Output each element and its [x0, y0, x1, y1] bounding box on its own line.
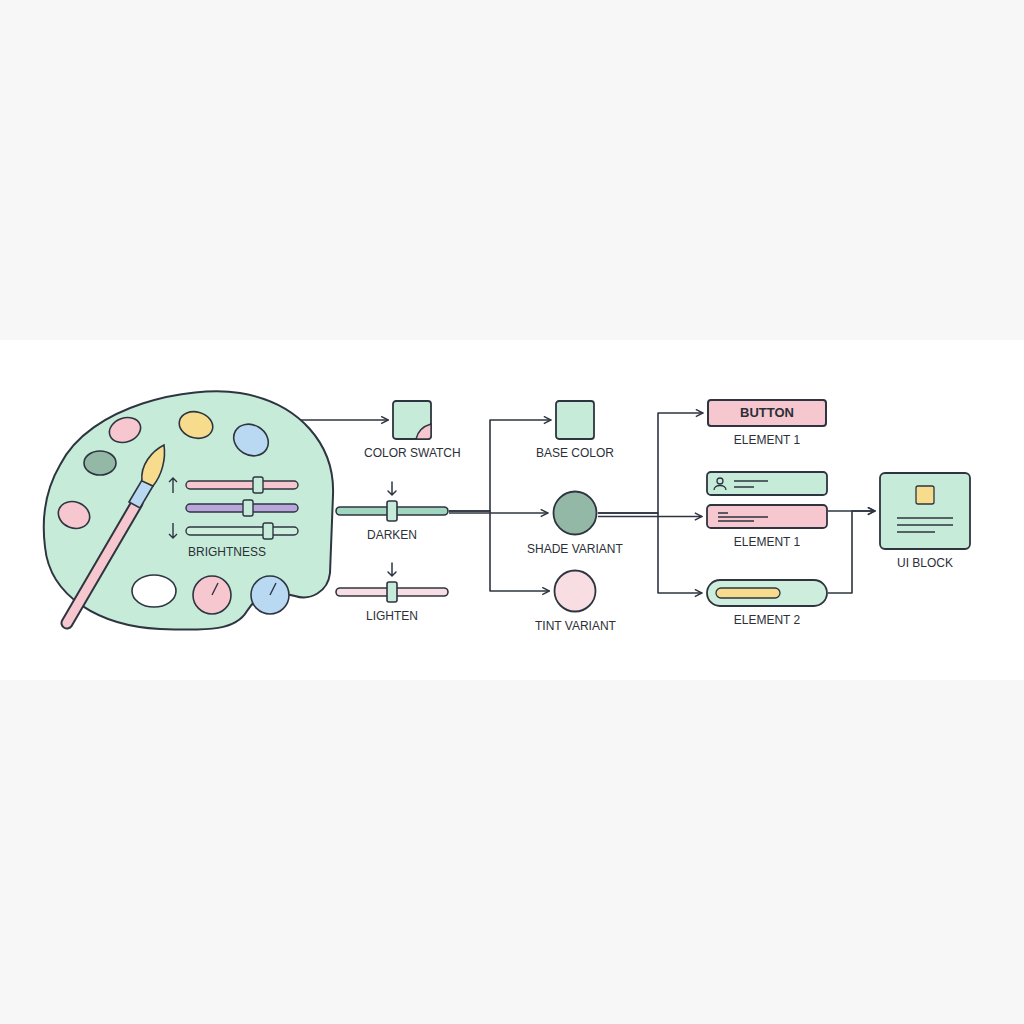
connector-arrow [449, 420, 551, 511]
color-swatch [393, 401, 431, 439]
palette-outline [44, 391, 333, 629]
label-text: UI BLOCK [897, 556, 953, 570]
list-bars [706, 471, 828, 529]
slider-knob [243, 500, 253, 516]
slider-knob [387, 501, 397, 521]
swatch-corner [416, 424, 431, 439]
white-band [0, 340, 1024, 680]
dial [193, 576, 231, 614]
square-node: BASE COLOR [536, 400, 614, 460]
person-head [717, 478, 723, 484]
bar-box [707, 472, 827, 495]
label-text: SHADE VARIANT [527, 542, 623, 556]
circle-shape [553, 569, 597, 613]
paint-blob [176, 408, 216, 442]
white-well [132, 575, 176, 607]
label-text: ELEMENT 2 [734, 613, 800, 627]
palette-illustration [40, 385, 340, 635]
circle-node: TINT VARIANT [535, 569, 616, 633]
dial-pointer [212, 583, 218, 595]
slider-knob [253, 477, 263, 493]
slider-track [186, 527, 298, 535]
ui-shape [879, 472, 971, 550]
ui-node: UI BLOCK [879, 472, 971, 570]
slider-knob [387, 582, 397, 602]
list-bar [706, 504, 828, 529]
slider-track [186, 481, 298, 489]
connector-arrow [598, 516, 702, 518]
square-node: COLOR SWATCH [364, 400, 461, 460]
paint-blob [55, 497, 94, 532]
connector-arrow [449, 512, 548, 514]
slider-track [186, 504, 298, 512]
bar2-shape [706, 579, 828, 607]
bar-box [707, 505, 827, 528]
button-box: BUTTON [707, 399, 827, 427]
connector-arrow [301, 419, 388, 421]
text-lines [734, 481, 768, 487]
label-text: TINT VARIANT [535, 619, 616, 633]
paint-blob [106, 413, 144, 446]
slider-node: LIGHTEN [335, 581, 449, 623]
list-node: ELEMENT 1 [706, 471, 828, 549]
color-circle [555, 571, 596, 612]
slider-shape [335, 500, 449, 522]
label-text: BUTTON [740, 406, 794, 420]
circle-node: SHADE VARIANT [527, 490, 623, 556]
brush-handle [67, 503, 137, 623]
brush-tip [142, 445, 165, 486]
palette-node: BRIGHTNESS [40, 385, 340, 635]
bar2-node: ELEMENT 2 [706, 579, 828, 627]
up-down-arrows [169, 478, 177, 538]
ui-lines [897, 518, 953, 532]
connector-arrow [828, 511, 875, 593]
person-body [714, 486, 726, 491]
paint-blob [84, 451, 116, 475]
slider-node: DARKEN [335, 500, 449, 542]
label-text: BRIGHTNESS [188, 545, 266, 559]
label-text: ELEMENT 1 [734, 433, 800, 447]
label-text: DARKEN [367, 528, 417, 542]
color-swatch [556, 401, 594, 439]
lighten-arrow [388, 563, 396, 576]
color-circle [553, 492, 596, 535]
ui-icon [916, 486, 934, 504]
label-text: BASE COLOR [536, 446, 614, 460]
list-bar [706, 471, 828, 496]
label-text: COLOR SWATCH [364, 446, 461, 460]
button-node: BUTTON ELEMENT 1 [707, 399, 827, 447]
square-shape [555, 400, 595, 440]
label-text: ELEMENT 1 [734, 535, 800, 549]
slider-knob [263, 523, 273, 539]
label-text: LIGHTEN [366, 609, 418, 623]
dial [251, 576, 289, 614]
paint-blob [228, 418, 274, 462]
connector-arrow [598, 413, 703, 513]
bar-box [707, 580, 827, 606]
darken-arrow [388, 482, 396, 495]
slider-shape [335, 581, 449, 603]
dial-pointer [270, 583, 276, 595]
ui-box [880, 473, 970, 549]
brush-outline [67, 503, 137, 623]
square-shape [392, 400, 432, 440]
progress-pill [716, 588, 780, 598]
text-lines [718, 513, 768, 521]
circle-shape [552, 490, 598, 536]
